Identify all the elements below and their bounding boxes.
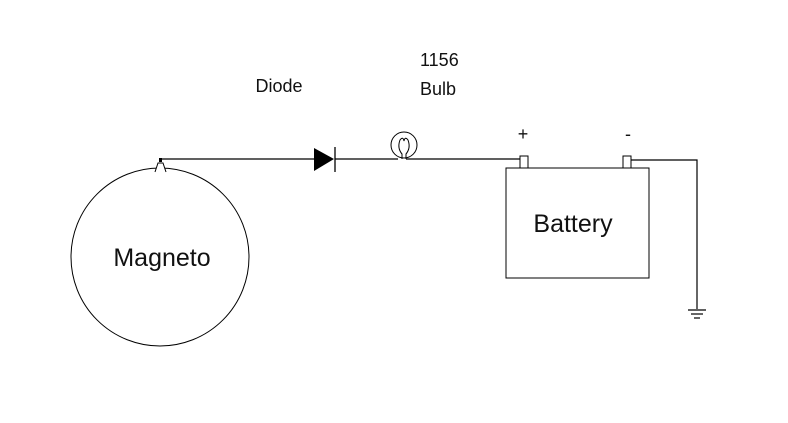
battery-label: Battery [533,210,613,238]
magneto: Magneto [70,158,250,347]
bulb-filament-icon [398,137,410,159]
battery-negative-terminal [622,155,632,169]
battery-positive-terminal [519,155,529,169]
ground-icon [688,309,706,319]
battery-negative-label: - [625,124,631,144]
magneto-terminal [154,162,167,173]
diode-triangle-icon [314,148,334,171]
bulb: 1156 Bulb [390,50,459,159]
battery-body [505,167,650,279]
bulb-label: Bulb [420,79,456,99]
diode-label: Diode [255,76,302,96]
diode: Diode [255,76,336,172]
bulb-globe-icon [390,131,418,159]
battery: + - Battery [505,124,650,279]
magneto-terminal-dot [159,158,162,162]
bulb-part-number: 1156 [420,50,459,70]
battery-positive-label: + [518,124,529,144]
magneto-label: Magneto [113,244,210,272]
wire-battery-ground [631,159,698,309]
